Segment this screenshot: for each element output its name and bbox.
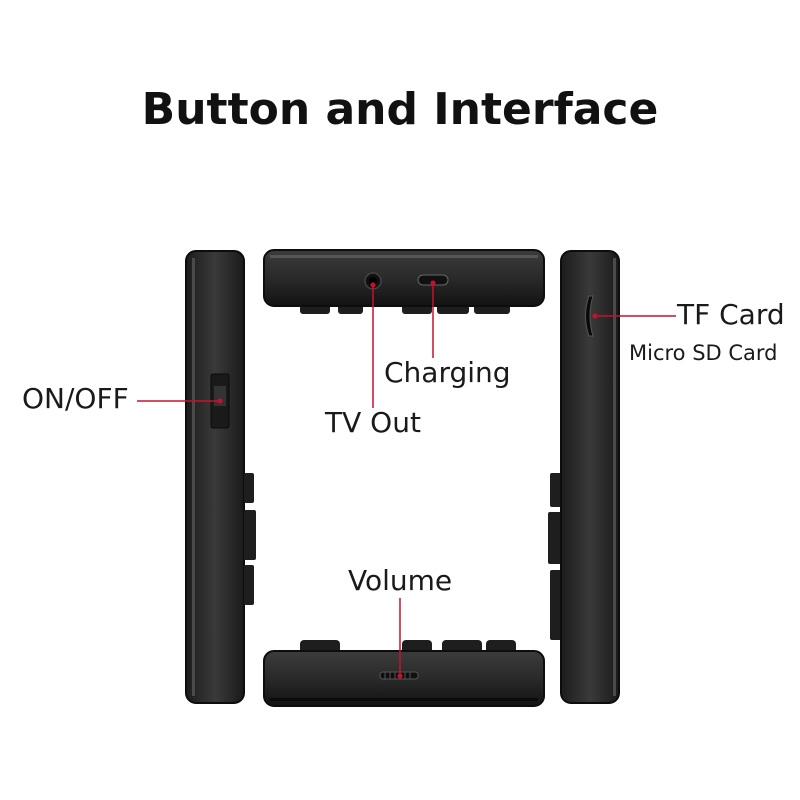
bottom-edge-device [263,640,545,707]
left-side-device [185,250,256,704]
page-title: Button and Interface [141,84,659,135]
charging-label: Charging [384,356,511,389]
micro-sd-card-label: Micro SD Card [629,341,778,365]
top-edge-device [263,249,545,314]
tv-out-port-icon [370,282,376,408]
right-side-device [548,250,620,704]
tv-out-label: TV Out [325,406,421,439]
tf-card-slot-icon [592,313,676,319]
power-switch-icon [137,398,223,404]
volume-label: Volume [348,564,453,597]
tf-card-label: TF Card [677,298,785,331]
on-off-label: ON/OFF [22,382,129,415]
charging-port-icon [430,280,436,358]
volume-wheel-icon [397,598,403,679]
